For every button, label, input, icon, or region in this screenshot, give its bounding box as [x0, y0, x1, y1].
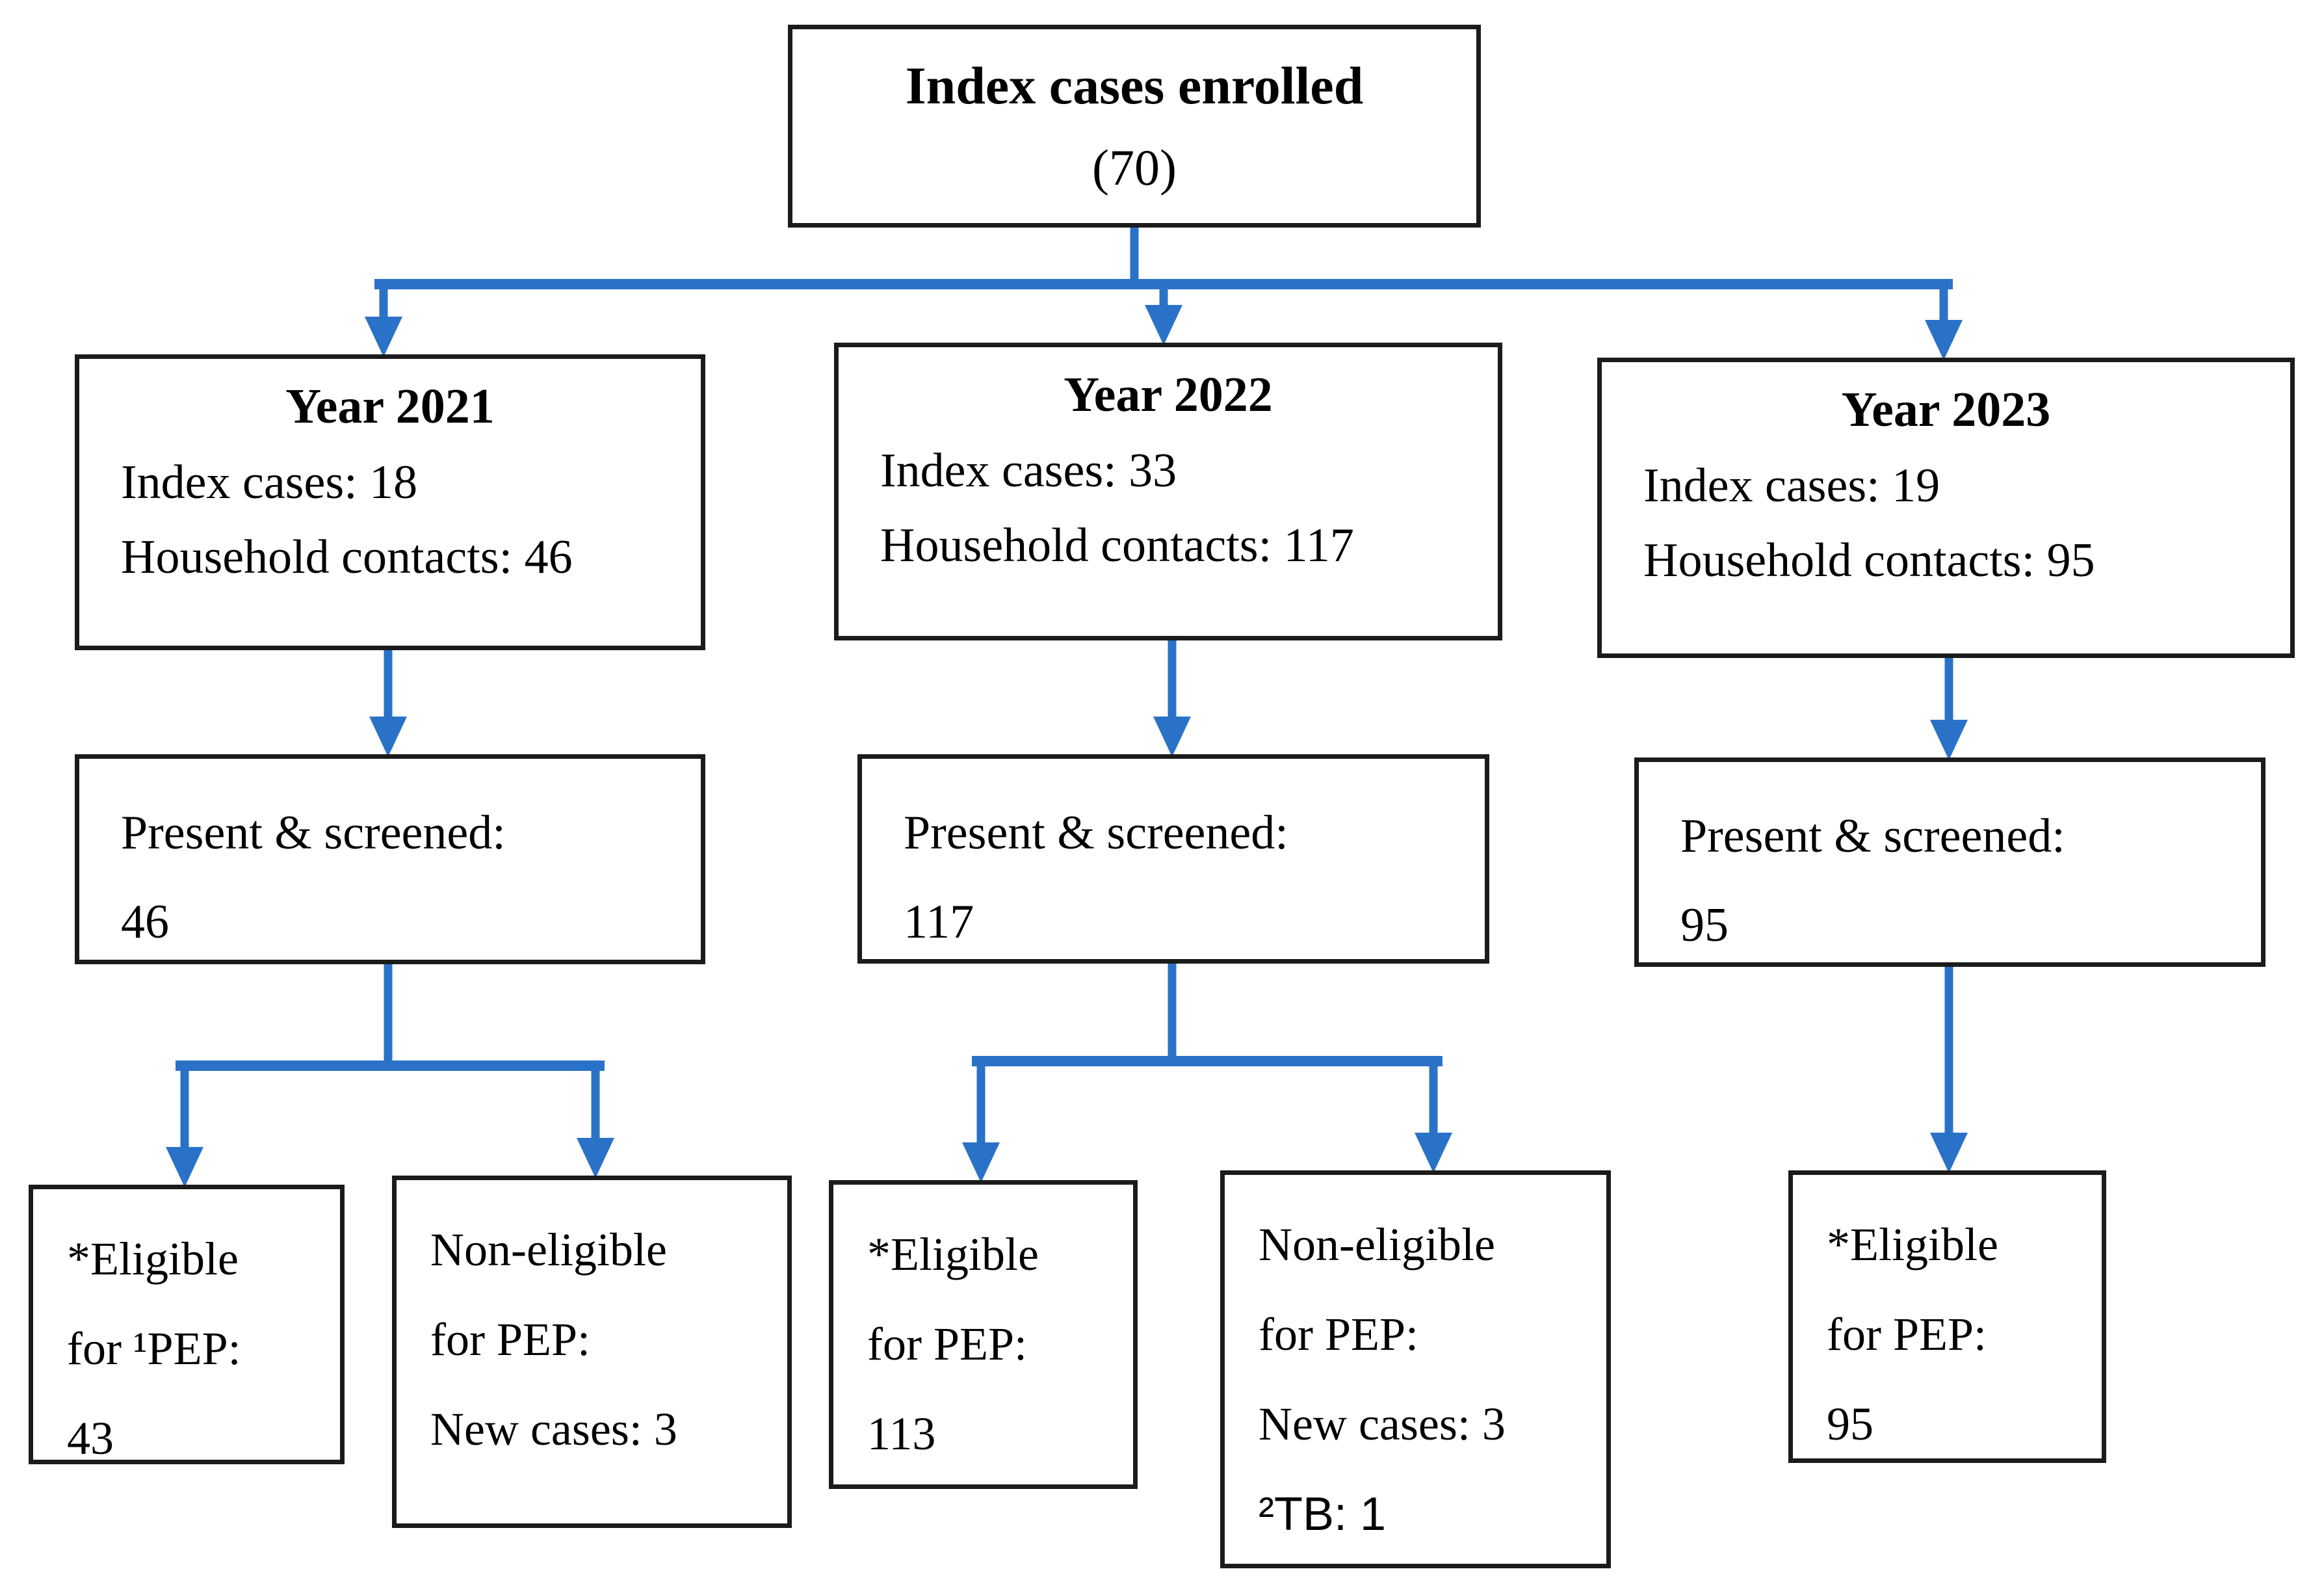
- arrow-down-2021-eligible-icon: [166, 1147, 203, 1187]
- outcome-line: for ¹PEP:: [67, 1323, 241, 1375]
- outcome-box-2022-eligible: *Eligible for PEP: 113: [829, 1180, 1138, 1489]
- root-box-index-cases-enrolled: Index cases enrolled (70): [788, 25, 1481, 228]
- outcome-line: for PEP:: [430, 1313, 591, 1366]
- index-cases-line: Index cases: 33: [880, 444, 1177, 497]
- outcome-line: for PEP:: [1827, 1308, 1987, 1361]
- screened-value: 117: [904, 895, 974, 949]
- arrow-down-2023-eligible-icon: [1930, 1133, 1968, 1173]
- outcome-line: *Eligible: [67, 1233, 239, 1285]
- screened-value: 46: [121, 895, 169, 949]
- year-title: Year 2023: [1841, 382, 2051, 437]
- arrow-down-2023-screened-icon: [1930, 720, 1968, 760]
- screened-value: 95: [1680, 898, 1729, 952]
- screened-label: Present & screened:: [1680, 810, 2065, 863]
- outcome-box-2021-eligible: *Eligible for ¹PEP: 43: [29, 1185, 345, 1464]
- outcome-box-2023-eligible: *Eligible for PEP: 95: [1788, 1170, 2106, 1463]
- outcome-value: 113: [867, 1408, 936, 1460]
- arrow-down-2021-screened-icon: [369, 717, 407, 757]
- index-cases-line: Index cases: 18: [121, 456, 418, 509]
- household-contacts-line: Household contacts: 46: [121, 530, 573, 584]
- year-box-2023: Year 2023 Index cases: 19 Household cont…: [1597, 358, 2295, 658]
- outcome-value: New cases: 3: [1259, 1398, 1506, 1451]
- year-title: Year 2021: [285, 379, 495, 434]
- year-title: Year 2022: [1064, 367, 1273, 422]
- screened-box-2023: Present & screened: 95: [1634, 757, 2265, 967]
- screened-label: Present & screened:: [904, 806, 1288, 860]
- household-contacts-line: Household contacts: 95: [1643, 533, 2095, 587]
- outcome-box-2021-noneligible: Non-eligible for PEP: New cases: 3: [392, 1176, 792, 1528]
- arrow-down-2021-noneligible-icon: [577, 1138, 614, 1178]
- outcome-line: for PEP:: [867, 1318, 1028, 1371]
- outcome-value: 95: [1827, 1398, 1874, 1451]
- outcome-value: New cases: 3: [430, 1403, 677, 1456]
- outcome-line: Non-eligible: [430, 1224, 667, 1276]
- root-box-title: Index cases enrolled: [905, 56, 1364, 115]
- outcome-box-2022-noneligible: Non-eligible for PEP: New cases: 3 ²TB: …: [1220, 1170, 1611, 1568]
- screened-box-2022: Present & screened: 117: [857, 754, 1489, 964]
- outcome-tb-value: ²TB: 1: [1259, 1488, 1387, 1540]
- arrow-down-2022-noneligible-icon: [1415, 1133, 1452, 1173]
- outcome-line: for PEP:: [1259, 1308, 1419, 1361]
- year-box-2022: Year 2022 Index cases: 33 Household cont…: [834, 343, 1502, 640]
- household-contacts-line: Household contacts: 117: [880, 518, 1354, 572]
- arrow-down-2023-icon: [1925, 320, 1963, 360]
- outcome-line: Non-eligible: [1259, 1218, 1495, 1271]
- index-cases-line: Index cases: 19: [1643, 459, 1940, 512]
- arrow-down-2022-screened-icon: [1153, 717, 1191, 757]
- screened-box-2021: Present & screened: 46: [75, 754, 705, 964]
- arrow-down-2022-icon: [1145, 305, 1182, 345]
- arrow-down-2021-icon: [365, 317, 402, 357]
- outcome-line: *Eligible: [867, 1228, 1039, 1280]
- arrow-down-2022-eligible-icon: [962, 1142, 1000, 1183]
- outcome-value: 43: [67, 1412, 114, 1465]
- outcome-line: *Eligible: [1827, 1218, 1998, 1271]
- year-box-2021: Year 2021 Index cases: 18 Household cont…: [75, 354, 705, 650]
- screened-label: Present & screened:: [121, 806, 506, 860]
- root-box-count: (70): [1092, 139, 1177, 196]
